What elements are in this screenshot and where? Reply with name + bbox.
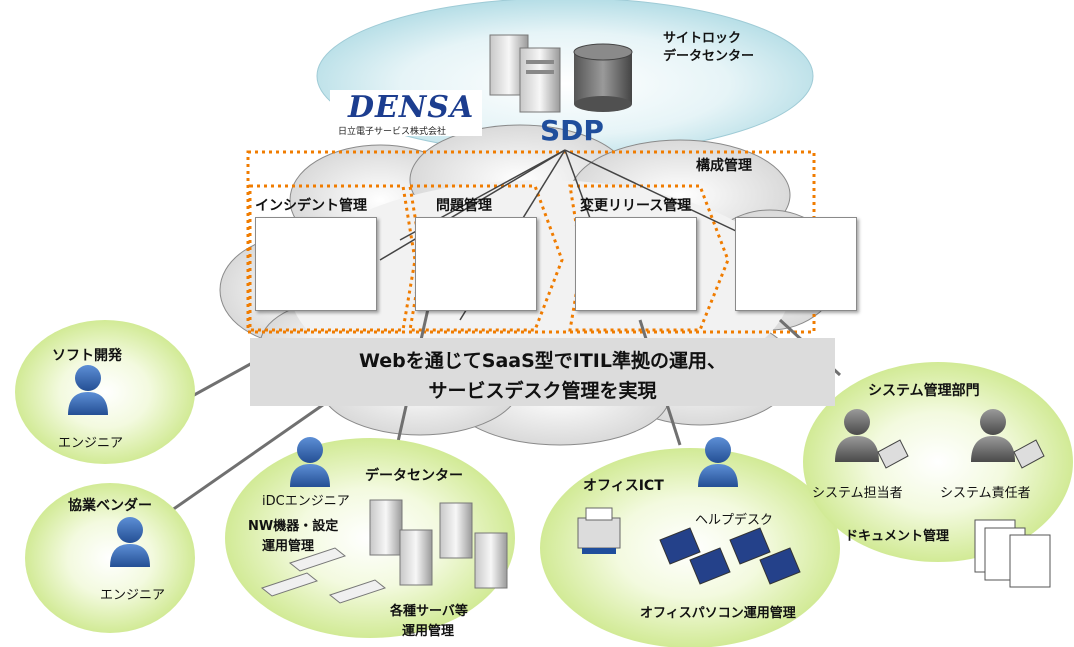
person-icon [68,365,738,567]
config-screen-thumbnail [735,217,857,311]
vendor-circle [25,483,195,633]
banner-line1: Webを通じてSaaS型でITIL準拠の運用、 [359,350,726,372]
problem-screen-thumbnail [415,217,537,311]
system-dept-title: システム管理部門 [868,383,980,399]
system-manager-label: システム責任者 [940,486,1031,501]
saas-banner: Webを通じてSaaS型でITIL準拠の運用、 サービスデスク管理を実現 [250,338,835,406]
printer-icon [577,507,621,554]
system-dept-circle [803,362,1073,562]
config-mgmt-frame [246,150,816,334]
problem-mgmt-label: 問題管理 [436,198,492,214]
incident-screen-thumbnail [255,217,377,311]
server-icon [489,34,561,113]
server-mgmt-line1: 各種サーバ等 [390,604,468,619]
nw-mgmt-line2: 運用管理 [262,539,315,554]
office-ict-title: オフィスICT [583,478,664,494]
change-mgmt-label: 変更リリース管理 [580,198,692,214]
change-screen-thumbnail [575,217,697,311]
datacenter-group-title: データセンター [365,468,463,484]
software-dev-person: エンジニア [58,436,124,451]
office-pc-mgmt-label: オフィスパソコン運用管理 [640,606,796,621]
vendor-title: 協業ベンダー [68,498,152,514]
rack-servers-icon [369,499,508,589]
server-mgmt-line2: 運用管理 [402,624,455,639]
software-dev-title: ソフト開発 [52,348,122,364]
banner-line2: サービスデスク管理を実現 [428,380,657,402]
config-mgmt-label: 構成管理 [696,158,752,174]
network-devices-icon [260,547,387,604]
logo-company-name: 日立電子サービス株式会社 [338,127,447,137]
incident-mgmt-label: インシデント管理 [255,198,367,214]
nw-mgmt-line1: NW機器・設定 [248,519,339,534]
staff-with-laptop-icon [835,409,1045,469]
datacenter-name-line2: データセンター [663,49,755,64]
densa-logo: DENSA 日立電子サービス株式会社 [330,90,482,137]
datacenter-name-line1: サイトロック [663,31,742,46]
document-mgmt-label: ドキュメント管理 [845,529,950,544]
documents-icon [974,519,1051,588]
idc-engineer-label: iDCエンジニア [262,494,350,509]
laptops-icon [659,527,801,585]
database-icon [573,43,633,112]
software-dev-circle [15,320,195,464]
system-staff-label: システム担当者 [812,486,903,501]
sdp-label: SDP [540,114,604,147]
logo-wordmark: DENSA [348,90,475,125]
vendor-person: エンジニア [100,588,166,603]
incident-chevron [248,184,417,332]
helpdesk-label: ヘルプデスク [695,513,774,528]
